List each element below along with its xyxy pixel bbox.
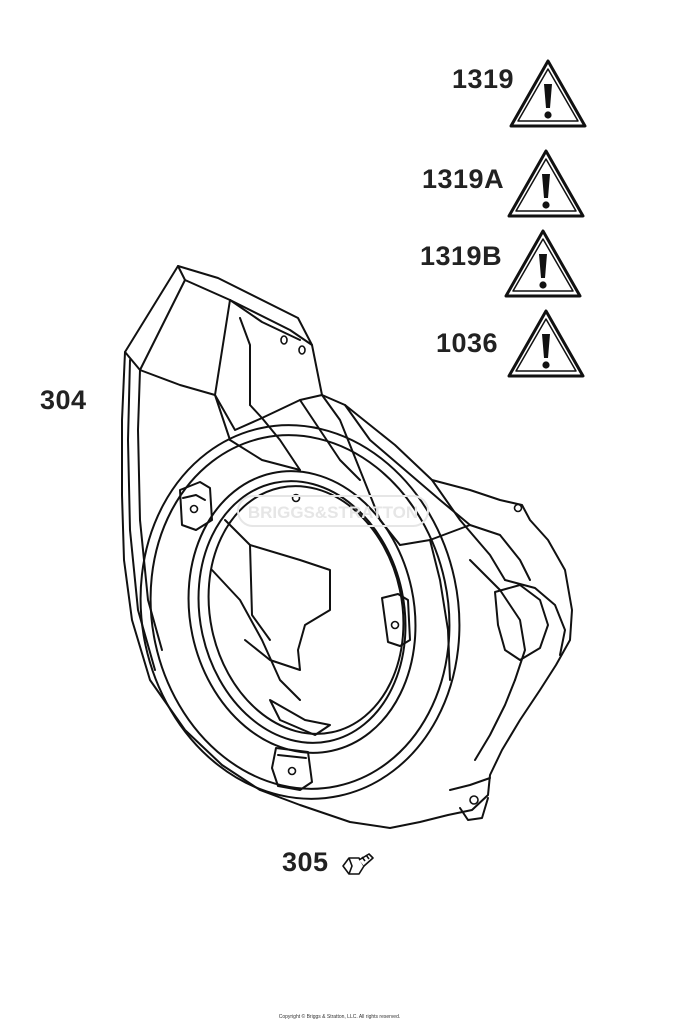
warning-triangle-icon [509,59,587,128]
warning-triangle-icon [507,149,585,218]
callout-305: 305 [282,847,329,877]
callout-1319: 1319 [452,64,515,94]
housing-outline [121,265,573,829]
watermark: BRIGGS&STRATTON [237,495,429,527]
copyright-text: Copyright © Briggs & Stratton, LLC. All … [278,1014,401,1020]
warning-triangle-icon [504,229,582,298]
svg-text:BRIGGS&STRATTON: BRIGGS&STRATTON [248,503,418,522]
callout-304: 304 [40,385,87,415]
callout-1319a: 1319A [422,164,505,194]
warning-triangle-icon [507,309,585,378]
callout-1036: 1036 [436,328,499,358]
callout-1319b: 1319B [420,241,503,271]
hex-bolt-icon [342,853,374,875]
